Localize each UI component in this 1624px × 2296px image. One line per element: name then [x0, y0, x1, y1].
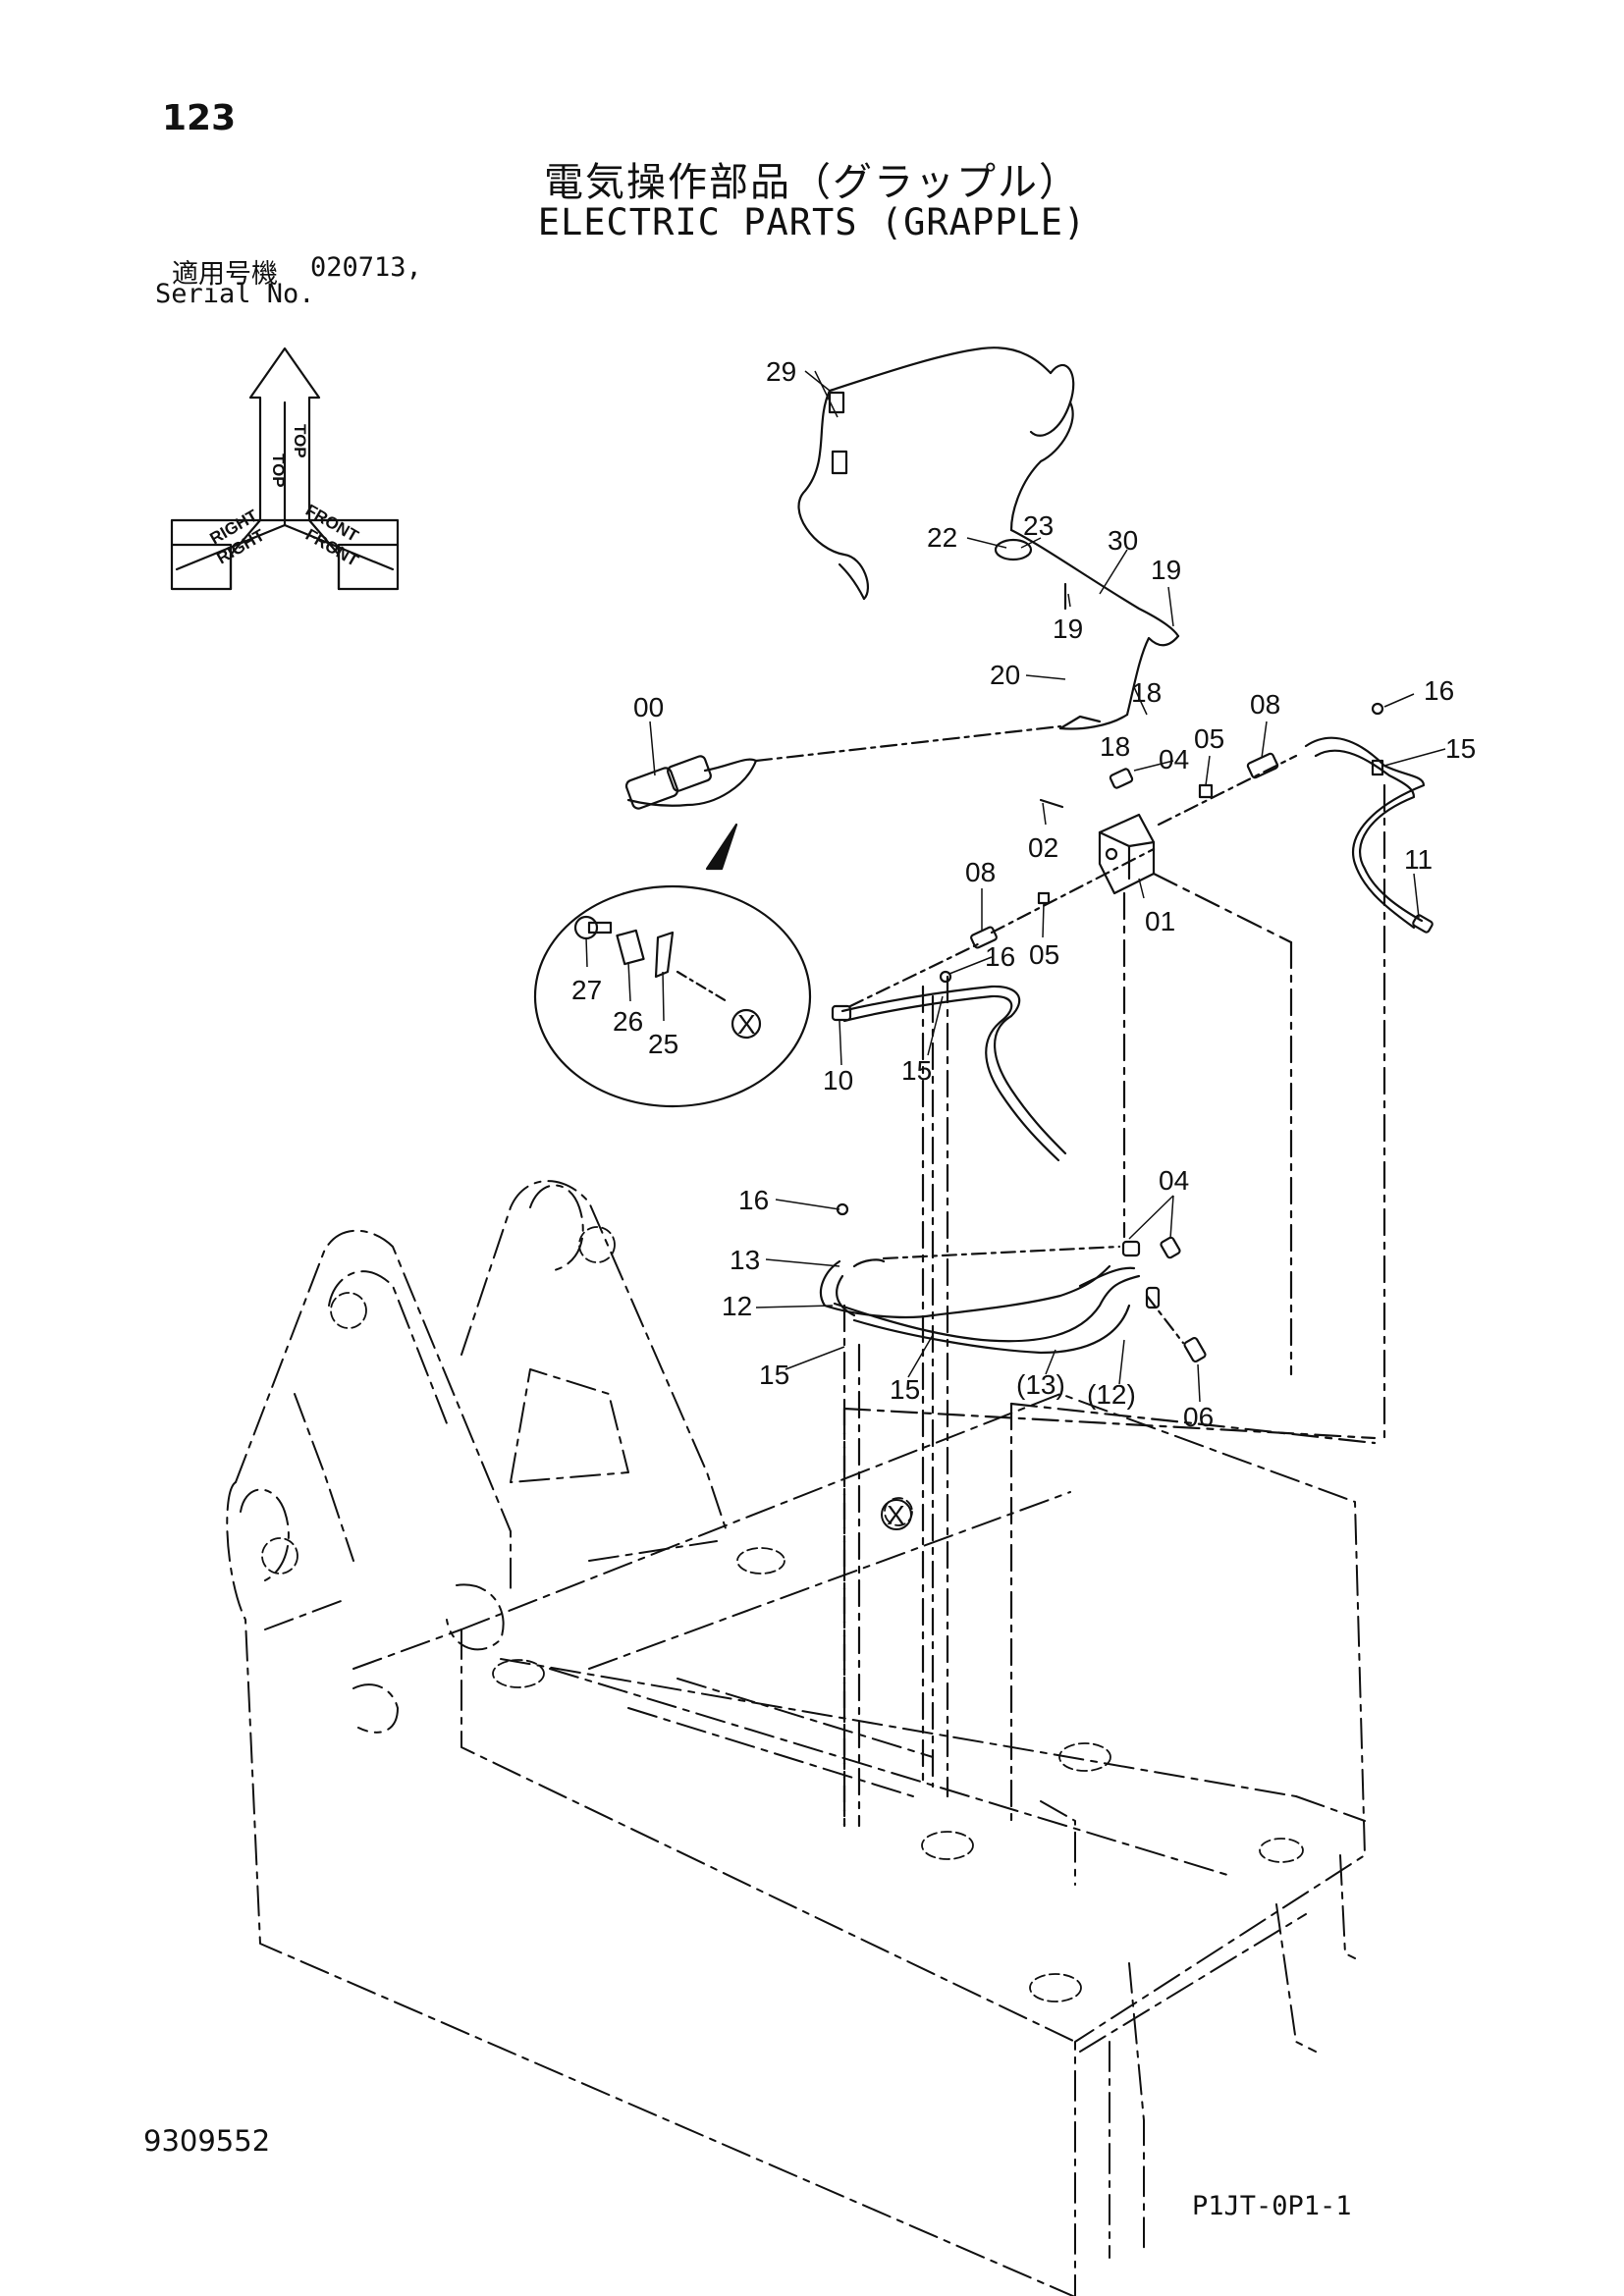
serial-label-english: Serial No.	[155, 279, 315, 309]
callout-16-upper-right: 16	[1424, 675, 1454, 706]
callout-27: 27	[571, 975, 602, 1005]
callout-19-lower: 19	[1053, 614, 1083, 644]
callout-05-middle: 05	[1029, 939, 1059, 970]
callout-01: 01	[1145, 906, 1175, 936]
connector-assembly	[624, 715, 1102, 810]
callout-02: 02	[1028, 832, 1058, 863]
callout-12-bracketed: (12)	[1087, 1379, 1136, 1410]
callout-16-middle: 16	[985, 941, 1015, 972]
detail-view-circle	[533, 884, 812, 1108]
callout-08-middle: 08	[965, 857, 996, 887]
callout-30: 30	[1108, 525, 1138, 556]
callout-13: 13	[730, 1245, 760, 1275]
callout-04-upper: 04	[1159, 744, 1189, 774]
callout-10: 10	[823, 1065, 853, 1095]
detail-parts	[573, 915, 762, 1040]
title-english: ELECTRIC PARTS (GRAPPLE)	[537, 201, 1087, 243]
gauge-top-label: TOP	[291, 424, 309, 458]
title-japanese: 電気操作部品（グラップル）	[544, 160, 1080, 205]
callout-x-frame: X	[887, 1500, 905, 1530]
callout-04-lower: 04	[1159, 1165, 1189, 1196]
machine-frame	[226, 1180, 1366, 2296]
callout-22: 22	[927, 522, 957, 553]
callout-26: 26	[613, 1006, 643, 1037]
callout-23: 23	[1023, 510, 1054, 541]
serial-label-japanese: 適用号機	[172, 259, 278, 290]
callout-15-lower-left: 15	[759, 1360, 789, 1390]
gauge-top-label-inner: TOP	[269, 454, 288, 488]
callout-06: 06	[1183, 1402, 1214, 1432]
callout-16-lower: 16	[738, 1185, 769, 1215]
callout-05-upper: 05	[1194, 723, 1224, 754]
callout-18-lower: 18	[1100, 731, 1130, 762]
main-harness	[797, 347, 1180, 730]
hose-right	[1304, 702, 1434, 934]
hose-lower	[819, 1202, 1207, 1363]
callout-13-bracketed: (13)	[1016, 1369, 1065, 1400]
callout-11: 11	[1404, 844, 1433, 875]
callout-18-upper: 18	[1131, 677, 1162, 708]
callout-15-middle: 15	[901, 1055, 932, 1086]
callout-25: 25	[648, 1029, 678, 1059]
orientation-gauge-icon	[170, 347, 400, 591]
serial-number-value: 020713,	[310, 252, 422, 283]
page-number: 123	[162, 98, 237, 138]
callout-15-right: 15	[1445, 733, 1476, 764]
page-code: P1JT-0P1-1	[1192, 2191, 1352, 2221]
callout-20: 20	[990, 660, 1020, 690]
hose-middle	[831, 847, 1156, 1162]
document-number: 9309552	[143, 2124, 271, 2158]
callout-19-upper: 19	[1151, 555, 1181, 585]
callout-15-lower-middle: 15	[890, 1374, 920, 1405]
callout-x-detail: X	[737, 1009, 756, 1040]
callout-29: 29	[766, 356, 796, 387]
callout-00: 00	[633, 692, 664, 722]
callout-12: 12	[722, 1291, 752, 1321]
callout-08-upper: 08	[1250, 689, 1280, 720]
phantom-lines	[842, 783, 1386, 1828]
